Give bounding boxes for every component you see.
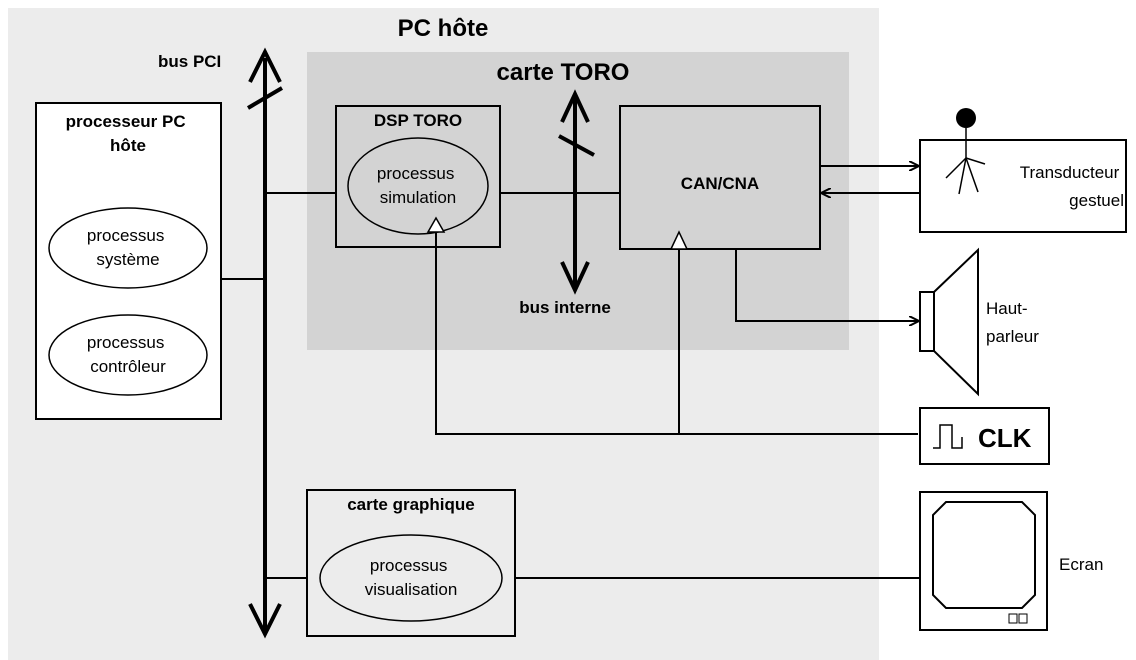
transducer-box — [919, 139, 1127, 233]
clk-box — [919, 407, 1050, 465]
process-simulation-node — [347, 137, 489, 235]
internal-bus-slash — [558, 134, 595, 157]
internal-bus-arrow-top — [560, 89, 590, 123]
transducer-label: Transducteur gestuel — [1020, 163, 1124, 210]
internal-bus-arrow-bottom — [560, 261, 590, 295]
graphics-card-title: carte graphique — [347, 495, 475, 514]
processor-box — [35, 102, 222, 420]
process-simulation-label: processus simulation — [377, 164, 459, 207]
process-system-node — [48, 207, 208, 289]
pc-host-title: PC hôte — [398, 15, 489, 42]
square-wave-icon — [933, 424, 963, 449]
pci-bus-arrow-bottom — [248, 603, 282, 639]
carte-toro-title: carte TORO — [497, 59, 630, 86]
screen-label: Ecran — [1059, 555, 1103, 574]
person-icon — [945, 108, 986, 195]
process-controller-label: processus contrôleur — [87, 333, 169, 376]
pci-bus-slash — [246, 86, 284, 110]
dsp-toro-title: DSP TORO — [374, 111, 462, 130]
can-cna-box — [619, 105, 821, 250]
internal-bus-label: bus interne — [519, 298, 611, 317]
pci-bus-arrow-top — [248, 47, 282, 83]
clock-line — [435, 232, 918, 435]
process-visualisation-node — [319, 534, 503, 622]
clk-label: CLK — [978, 423, 1032, 453]
process-controller-node — [48, 314, 208, 396]
speaker-icon — [919, 247, 979, 397]
bus-pci-label: bus PCI — [158, 52, 221, 71]
can-cna-label: CAN/CNA — [681, 174, 759, 193]
speaker-label: Haut- parleur — [986, 299, 1039, 346]
process-system-label: processus système — [87, 226, 169, 269]
dsp-toro-box — [335, 105, 501, 248]
can-to-speaker-arrow — [735, 249, 918, 321]
monitor-icon — [919, 491, 1048, 631]
processor-title: processeur PC hôte — [66, 112, 191, 155]
process-visualisation-label: processus visualisation — [365, 556, 458, 599]
graphics-card-box — [306, 489, 516, 637]
